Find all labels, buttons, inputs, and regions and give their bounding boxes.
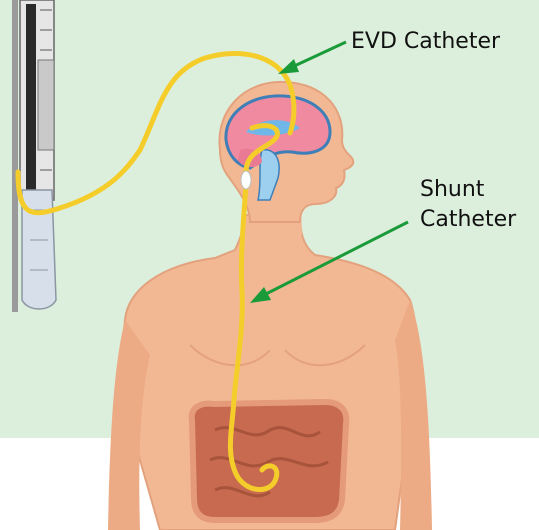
shunt-label-line1: Shunt [420, 175, 539, 205]
device-chamber [38, 60, 54, 150]
shunt-label-line2: Catheter [420, 205, 539, 235]
evd-catheter-label: EVD Catheter [351, 27, 500, 57]
device-scale-strip [26, 4, 36, 194]
shunt-catheter-label: Shunt Catheter [420, 175, 539, 235]
device-pole [12, 0, 18, 312]
shunt-valve [241, 171, 251, 189]
